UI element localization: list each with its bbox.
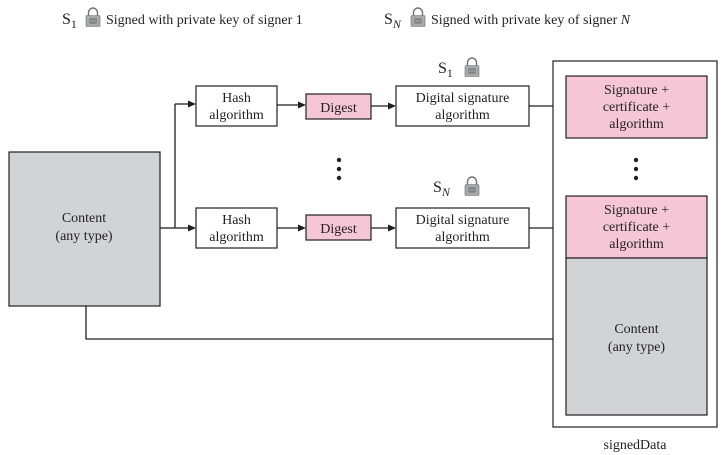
- digest-label: Digest: [320, 222, 357, 237]
- svg-text:S1: S1: [62, 11, 77, 31]
- digital-signature-algorithm-box: [395, 85, 530, 127]
- signature-label-line2: certificate +: [603, 100, 670, 115]
- legend-signer-1: S1 Signed with private key of signer 1: [62, 7, 303, 31]
- signed-data-content-box: [565, 257, 708, 416]
- arrow-to-hash-1: [188, 100, 196, 108]
- signature-label-line1: Signature +: [604, 203, 669, 218]
- hash-to-digest-arrow: [298, 101, 306, 109]
- signer-row-n: Hash algorithm Digest Digital signature …: [195, 176, 566, 249]
- signature-label-line3: algorithm: [609, 237, 664, 252]
- dsa-label-line1: Digital signature: [416, 91, 510, 106]
- hash-algorithm-box: [195, 85, 278, 127]
- signature-label-line2: certificate +: [603, 220, 670, 235]
- signer-sub: 1: [447, 66, 453, 80]
- svg-text:SN: SN: [384, 11, 402, 31]
- legend-signer-n-text-italic: N: [620, 13, 631, 28]
- signer-sub: N: [441, 185, 451, 199]
- lock-icon: [464, 57, 480, 78]
- lock-icon: [410, 7, 426, 28]
- signed-content-label-line1: Content: [614, 322, 658, 337]
- signer-key-label: S1: [438, 60, 453, 80]
- digest-box: [305, 93, 372, 120]
- legend-signer-n-text-prefix: Signed with private key of signer: [431, 13, 621, 28]
- hash-label-line2: algorithm: [209, 108, 264, 123]
- signature-label-line1: Signature +: [604, 83, 669, 98]
- hash-label-line1: Hash: [222, 213, 251, 228]
- lock-icon: [464, 176, 480, 197]
- hash-label-line1: Hash: [222, 91, 251, 106]
- signed-content-label-line2: (any type): [608, 340, 665, 355]
- dsa-label-line2: algorithm: [435, 230, 490, 245]
- dsa-label-line1: Digital signature: [416, 213, 510, 228]
- legend-signer-1-sub: 1: [71, 17, 77, 31]
- ellipsis-middle: [336, 157, 342, 181]
- digest-to-dsa-arrow: [388, 224, 396, 232]
- legend-signer-n: SN Signed with private key of signer N: [384, 7, 631, 31]
- legend-signer-n-sub: N: [392, 17, 402, 31]
- signature-label-line3: algorithm: [609, 117, 664, 132]
- legend-signer-1-letter: S: [62, 11, 71, 28]
- lock-icon: [85, 7, 101, 28]
- dsa-label-line2: algorithm: [435, 108, 490, 123]
- content-label-line2: (any type): [55, 229, 112, 244]
- hash-to-digest-arrow: [298, 224, 306, 232]
- signature-block: [565, 75, 708, 139]
- hash-label-line2: algorithm: [209, 230, 264, 245]
- signer-letter: S: [433, 179, 442, 196]
- digital-signature-algorithm-box: [395, 207, 530, 249]
- content-label-line1: Content: [62, 211, 106, 226]
- arrow-to-hash-n: [188, 224, 196, 232]
- signer-row-1: Hash algorithm Digest Digital signature …: [195, 57, 566, 127]
- content-copy-line: [85, 306, 558, 340]
- signer-letter: S: [438, 60, 447, 77]
- ellipsis-right: [633, 157, 639, 181]
- signer-key-label: SN: [433, 179, 451, 199]
- content-box: [8, 151, 161, 307]
- digest-to-dsa-arrow: [388, 102, 396, 110]
- signed-data-label: signedData: [604, 438, 668, 453]
- digest-box: [305, 214, 372, 241]
- digest-label: Digest: [320, 101, 357, 116]
- legend-signer-1-text: Signed with private key of signer 1: [106, 13, 303, 28]
- legend-signer-n-letter: S: [384, 11, 393, 28]
- legend-signer-n-text: Signed with private key of signer N: [431, 13, 631, 28]
